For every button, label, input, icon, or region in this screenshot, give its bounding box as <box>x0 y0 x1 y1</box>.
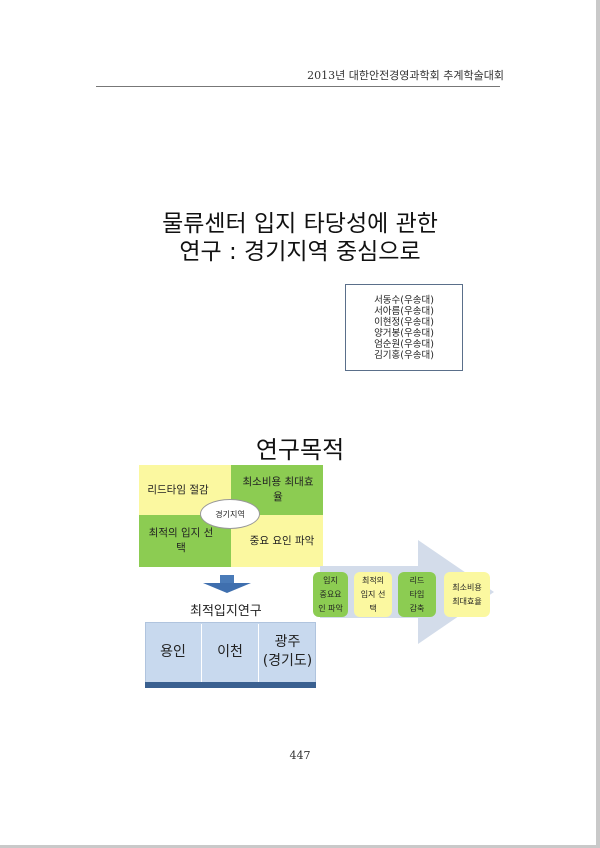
author-6: 김기홍(우송대) <box>374 350 434 361</box>
page-edge-right <box>596 0 600 848</box>
author-3: 이현정(우송대) <box>374 317 434 328</box>
section-title: 연구목적 <box>255 436 345 464</box>
region-separator <box>201 624 202 682</box>
region-separator <box>258 624 259 682</box>
center-oval: 경기지역 <box>200 499 260 529</box>
step-min-cost-max-efficiency: 최소비용 최대효율 <box>444 572 490 617</box>
author-1: 서동수(우송대) <box>374 295 434 306</box>
author-5: 엄순원(우송대) <box>374 339 434 350</box>
author-2: 서아름(우송대) <box>374 306 434 317</box>
region-bottom-bar <box>145 682 316 688</box>
step-leadtime-reduction: 리드 타임 감축 <box>398 572 436 617</box>
study-subheading: 최적입지연구 <box>190 604 262 619</box>
region-gwangju: 광주 (경기도) <box>262 634 313 669</box>
step-factor-analysis: 입지 중요요 인 파악 <box>313 572 348 617</box>
title-line-2: 연구 : 경기지역 중심으로 <box>179 239 421 265</box>
page-edge-bottom <box>0 845 600 848</box>
page-number: 447 <box>289 749 311 762</box>
region-yongin: 용인 <box>160 643 186 660</box>
title-line-1: 물류센터 입지 타당성에 관한 <box>162 211 438 237</box>
step-site-selection: 최적의 입지 선 택 <box>354 572 392 617</box>
author-box: 서동수(우송대) 서아름(우송대) 이현정(우송대) 양거봉(우송대) 엄순원(… <box>345 284 463 371</box>
author-4: 양거봉(우송대) <box>374 328 434 339</box>
region-box <box>145 622 316 686</box>
paper-title: 물류센터 입지 타당성에 관한 연구 : 경기지역 중심으로 <box>96 210 504 266</box>
header-rule <box>96 86 500 87</box>
region-icheon: 이천 <box>217 643 243 660</box>
conference-header: 2013년 대한안전경영과학회 추계학술대회 <box>307 69 504 82</box>
down-arrow-icon <box>203 575 251 593</box>
